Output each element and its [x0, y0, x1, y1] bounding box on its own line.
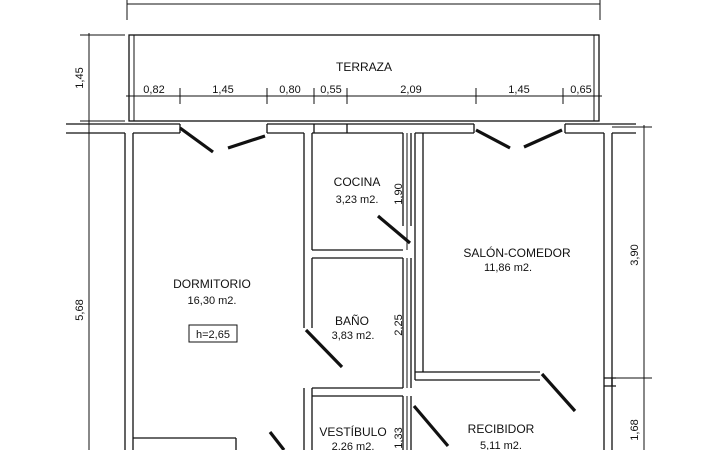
- terrace-dim-1: 0,82: [143, 84, 164, 96]
- recibidor-area: 5,11 m2.: [480, 440, 522, 450]
- ceiling-height-box: [188, 324, 238, 343]
- left-dimension-lines: [80, 33, 125, 450]
- recibidor-name: RECIBIDOR: [468, 422, 535, 436]
- bano-name: BAÑO: [335, 314, 369, 328]
- terrace-dim-6: 1,45: [508, 84, 529, 96]
- terrace-dim-2: 1,45: [212, 84, 233, 96]
- overall-dimension-line: [126, 0, 601, 20]
- right-lower-dim: 1,68: [629, 419, 641, 440]
- vestibulo-area: 2,26 m2.: [332, 441, 375, 450]
- terrace-dim-4: 0,55: [320, 84, 341, 96]
- ceiling-height-label: h=2,65: [196, 329, 230, 341]
- terrace-label: TERRAZA: [336, 60, 392, 74]
- terrace-dim-3: 0,80: [279, 84, 300, 96]
- salon-name: SALÓN-COMEDOR: [463, 245, 571, 260]
- cocina-name: COCINA: [334, 175, 381, 189]
- terrace: [128, 34, 600, 122]
- salon-area: 11,86 m2.: [484, 262, 532, 274]
- bano-area: 3,83 m2.: [332, 330, 375, 342]
- right-upper-dim: 3,90: [629, 244, 641, 265]
- kitchen-height-dim: 1,90: [393, 183, 405, 204]
- terrace-dimension-line: [126, 88, 602, 104]
- terrace-dim-5: 2,09: [400, 84, 421, 96]
- interior-walls: [133, 133, 540, 450]
- terrace-dim-7: 0,65: [570, 84, 591, 96]
- bath-height-dim: 2,25: [393, 314, 405, 335]
- dormitorio-area: 16,30 m2.: [188, 295, 237, 307]
- left-height-dim: 5,68: [74, 299, 86, 320]
- vestibulo-height-dim: 1,33: [393, 427, 405, 448]
- exterior-walls: [66, 123, 636, 450]
- cocina-area: 3,23 m2.: [336, 194, 379, 206]
- vestibulo-name: VESTÍBULO: [319, 424, 386, 439]
- right-dimension-lines: [612, 125, 652, 450]
- dormitorio-name: DORMITORIO: [173, 277, 251, 291]
- door-leaves: [179, 126, 577, 450]
- terrace-depth-dim: 1,45: [74, 67, 86, 88]
